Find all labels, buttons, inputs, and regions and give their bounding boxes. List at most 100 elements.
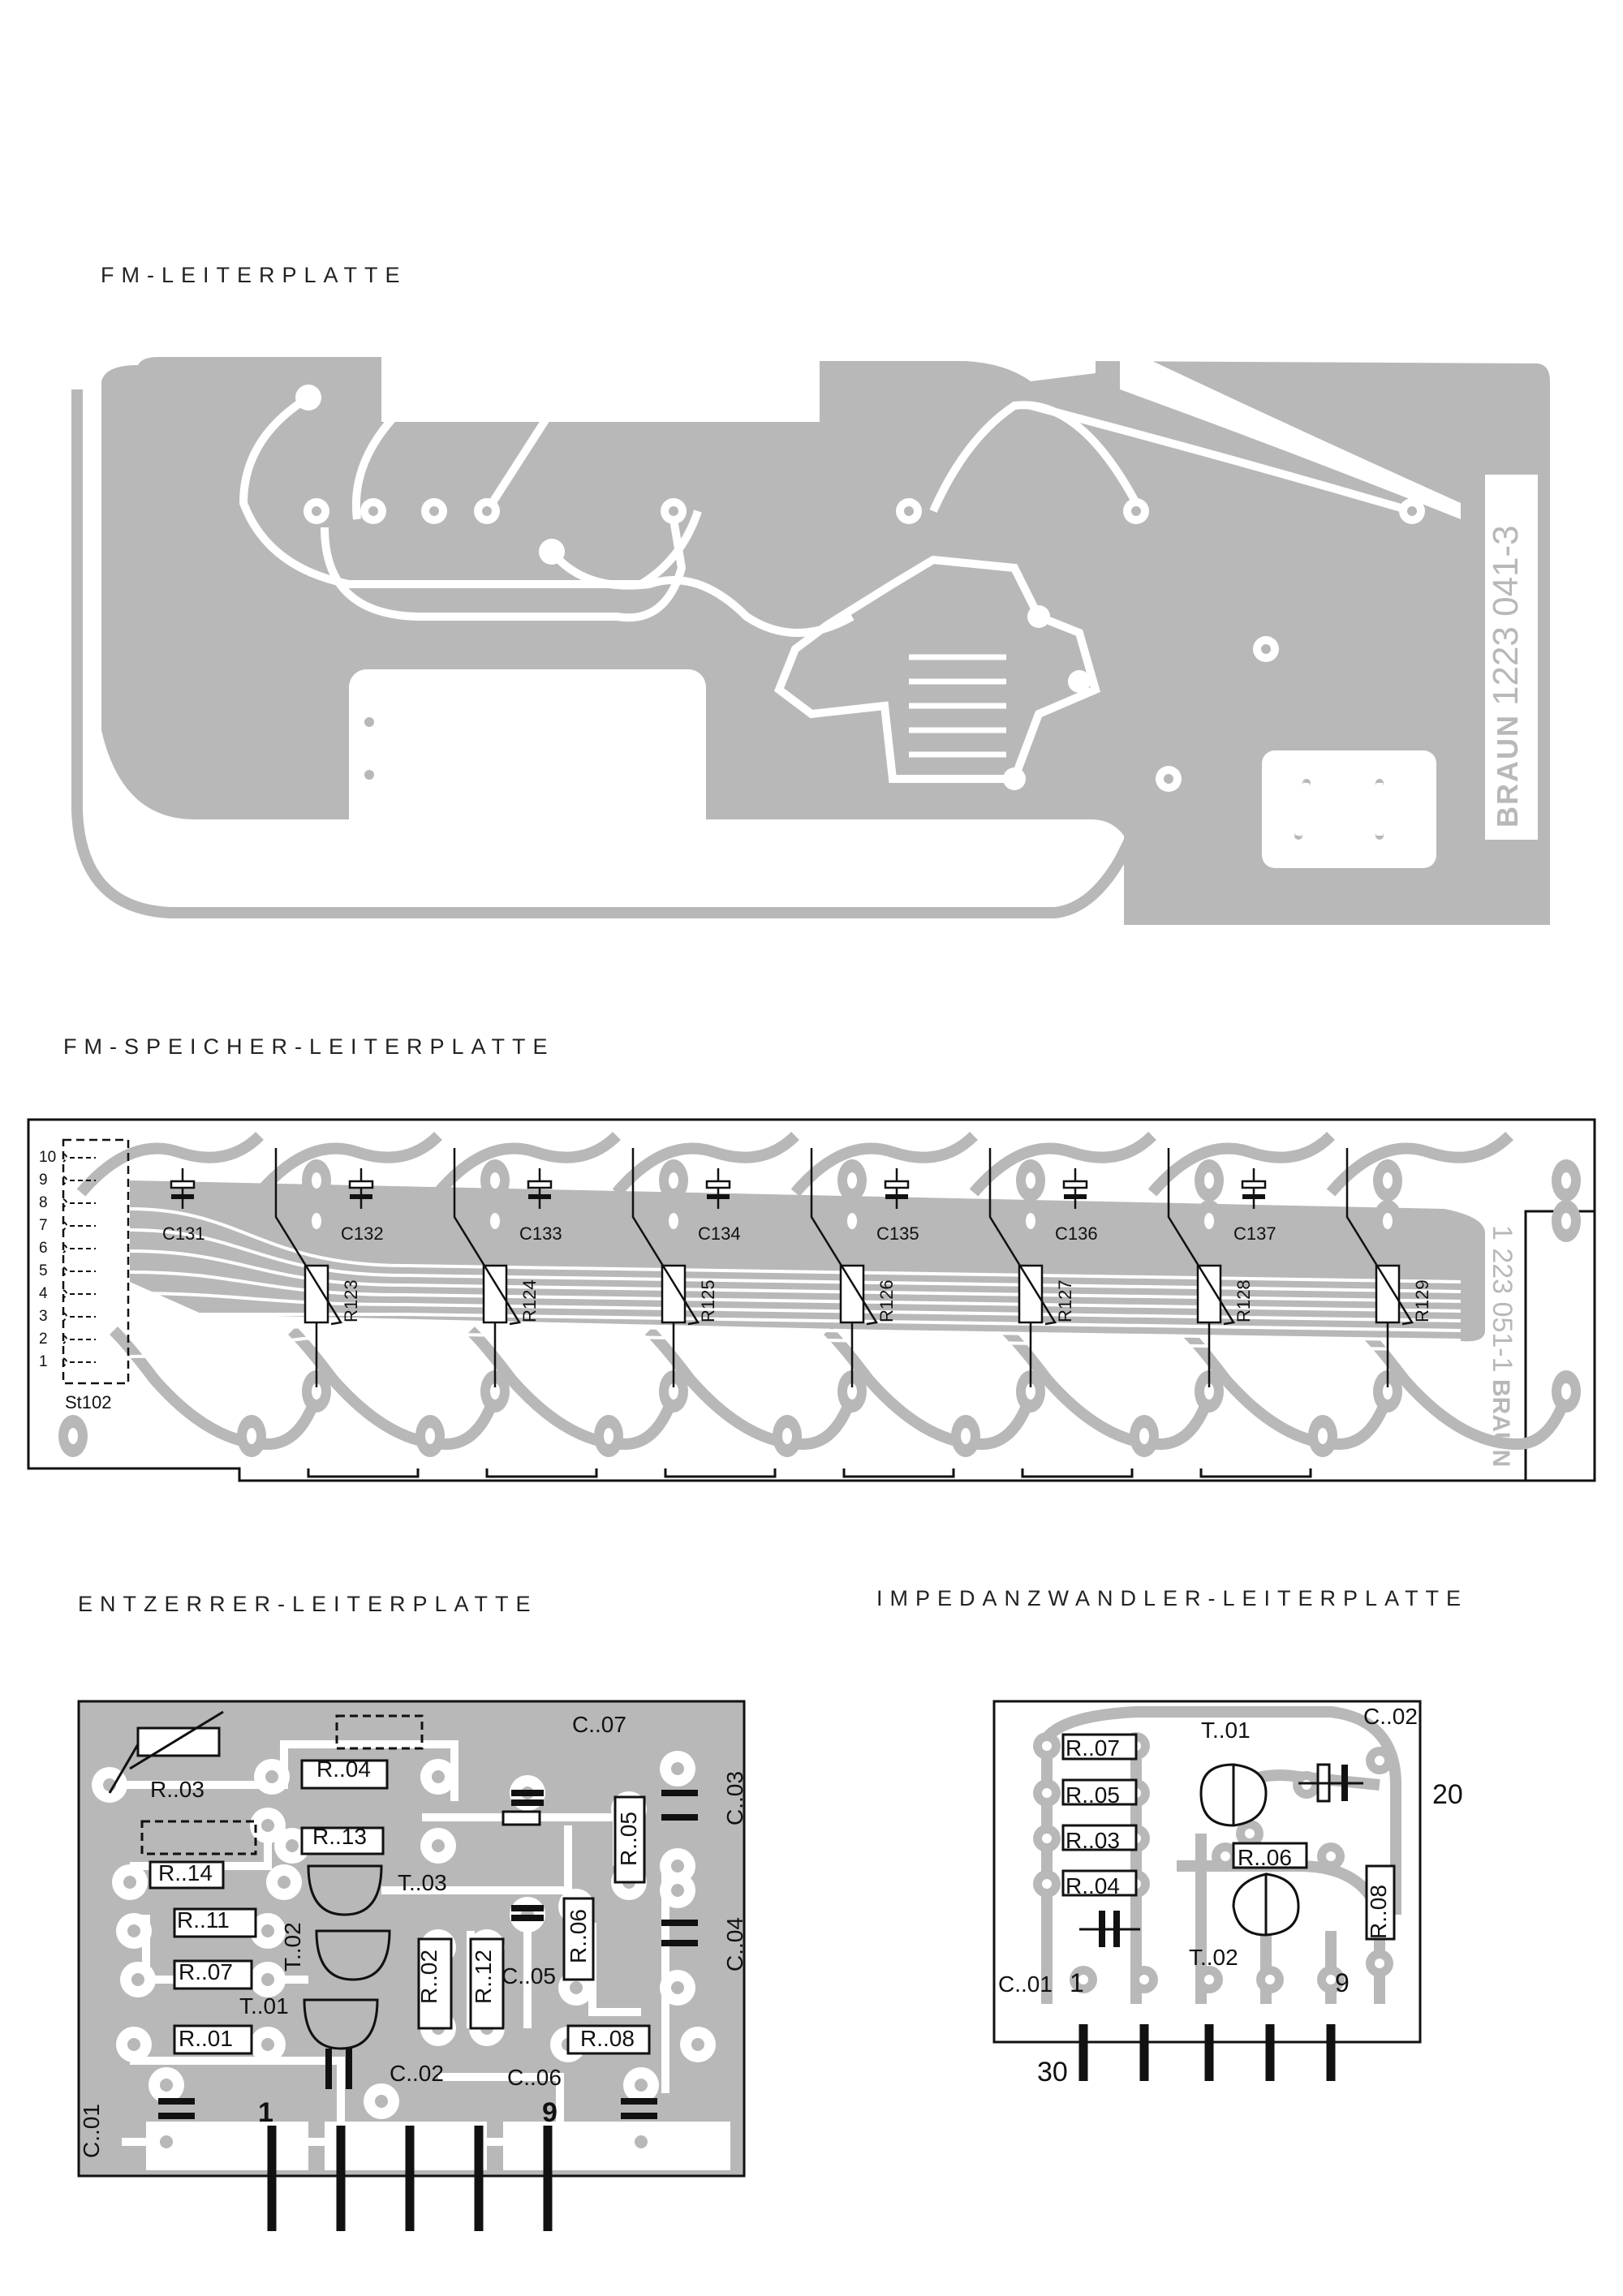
speicher-capacitor: C133	[519, 1168, 562, 1244]
speicher-resistor-label: R125	[698, 1279, 718, 1322]
speicher-pad	[302, 1200, 331, 1242]
entz-pad	[323, 2010, 359, 2046]
entz-pad-hole	[521, 1786, 534, 1799]
fan-trace	[129, 1331, 1462, 1358]
entz-pad-hole	[622, 1876, 635, 1889]
fm-board-title: FM-LEITERPLATTE	[101, 263, 407, 287]
entz-pin-last: 9	[542, 2097, 558, 2128]
speicher-pad	[302, 1370, 331, 1412]
wave-trace-top	[1147, 1131, 1335, 1197]
speicher-pad	[480, 1159, 510, 1202]
imp-pad-hole	[1326, 1975, 1336, 1984]
imp-resistor-body	[1061, 1778, 1138, 1806]
fan-trace	[130, 1312, 1462, 1332]
entz-label-r11: R..11	[177, 1907, 230, 1933]
entz-label-r06: R..06	[566, 1909, 591, 1963]
imp-pad	[1366, 1747, 1393, 1774]
speicher-pad-hole	[847, 1213, 857, 1229]
speicher-resistor-label: R129	[1412, 1279, 1432, 1322]
entz-resistor-body	[469, 1937, 505, 2030]
speicher-pad	[659, 1159, 688, 1202]
entz-pad	[623, 2124, 659, 2160]
speicher-pad-hole	[490, 1213, 500, 1229]
speicher-pad	[1016, 1200, 1045, 1242]
entz-pad-hole	[103, 1778, 116, 1791]
entz-pad-hole	[521, 1908, 534, 1921]
entz-label-t03: T..03	[398, 1870, 447, 1895]
imp-label-r03: R..03	[1065, 1828, 1120, 1853]
entz-label-r07: R..07	[179, 1959, 233, 1984]
wave-trace-top	[433, 1131, 621, 1197]
speicher-trimmer-resistor: R126	[810, 1148, 897, 1387]
speicher-capacitor-label: C133	[519, 1223, 562, 1244]
entz-pad-hole	[480, 1941, 493, 1954]
st102-pin-number: 5	[39, 1262, 48, 1279]
speicher-pad	[837, 1370, 867, 1412]
entz-label-r02: R..02	[416, 1950, 441, 2004]
wave-trace-bottom	[1359, 1326, 1572, 1451]
speicher-pad	[1552, 1159, 1581, 1202]
speicher-pad-hole	[847, 1172, 857, 1189]
speicher-pad-hole	[312, 1383, 321, 1400]
entz-pad-hole	[286, 1839, 299, 1852]
speicher-pad-hole	[1139, 1428, 1149, 1444]
speicher-resistor-label: R127	[1055, 1279, 1075, 1322]
speicher-pad	[1552, 1370, 1581, 1412]
imp-pad-hole	[1131, 1879, 1141, 1889]
entz-pad	[250, 2027, 286, 2062]
entz-pad-hole	[265, 1770, 278, 1783]
entz-pad-hole	[261, 1819, 274, 1832]
speicher-capacitor: C132	[341, 1168, 384, 1244]
imp-pad-hole	[1375, 1958, 1384, 1968]
entz-pad-hole	[671, 1981, 684, 1994]
imp-pad	[1122, 1825, 1150, 1852]
entz-pad	[611, 1864, 647, 1900]
entz-pad-hole	[622, 1803, 635, 1816]
wave-trace-bottom	[1181, 1326, 1393, 1451]
imp-pad-hole	[1245, 1829, 1255, 1838]
st102-pin-stub	[62, 1221, 96, 1231]
imp-pad	[1256, 1966, 1284, 1993]
fm-speicher-board-title: FM-SPEICHER-LEITERPLATTE	[63, 1034, 555, 1059]
entz-pad-hole	[570, 1900, 583, 1913]
speicher-pad-hole	[1383, 1383, 1393, 1400]
entz-resistor-body	[300, 1759, 389, 1790]
imp-pad	[1195, 1966, 1223, 1993]
entz-pad-hole	[562, 2038, 575, 2051]
speicher-capacitor: C136	[1055, 1168, 1098, 1244]
wave-trace-top	[790, 1131, 978, 1197]
speicher-resistor-label: R124	[519, 1279, 540, 1322]
speicher-pad-hole	[1561, 1213, 1571, 1229]
wave-trace-bottom	[1002, 1326, 1215, 1451]
wave-trace-top	[969, 1131, 1156, 1197]
speicher-pad-hole	[1204, 1213, 1214, 1229]
entz-resistor-body	[149, 1860, 225, 1890]
speicher-trimmer-resistor: R123	[274, 1148, 361, 1387]
speicher-pad-hole	[312, 1213, 321, 1229]
entz-label-c07: C..07	[572, 1712, 626, 1737]
entz-pad	[558, 1889, 594, 1924]
entz-pad	[558, 1970, 594, 2006]
fm-brand-logo: BRAUN	[1491, 714, 1524, 828]
imp-label-t01: T..01	[1201, 1718, 1251, 1743]
entz-pad-hole	[127, 1924, 140, 1937]
st102-pin-number: 10	[39, 1149, 56, 1166]
entz-label-c02: C..02	[390, 2061, 444, 2086]
entz-pad-hole	[671, 1884, 684, 1897]
entz-pad	[623, 2067, 659, 2103]
imp-label-c02: C..02	[1363, 1704, 1418, 1729]
st102-pin-number: 7	[39, 1217, 48, 1234]
imp-pad	[1033, 1870, 1061, 1898]
entz-pad	[680, 2027, 716, 2062]
speicher-pad-hole	[782, 1428, 792, 1444]
entz-label-c05: C..05	[502, 1963, 556, 1989]
entz-dashed-outline-top	[335, 1714, 424, 1750]
entz-pad-hole	[160, 2135, 173, 2148]
imp-pad-hole	[1131, 1741, 1141, 1751]
entz-label-t01: T..01	[239, 1993, 289, 2019]
imp-pad-hole	[1042, 1879, 1052, 1889]
speicher-pad-hole	[1318, 1428, 1328, 1444]
